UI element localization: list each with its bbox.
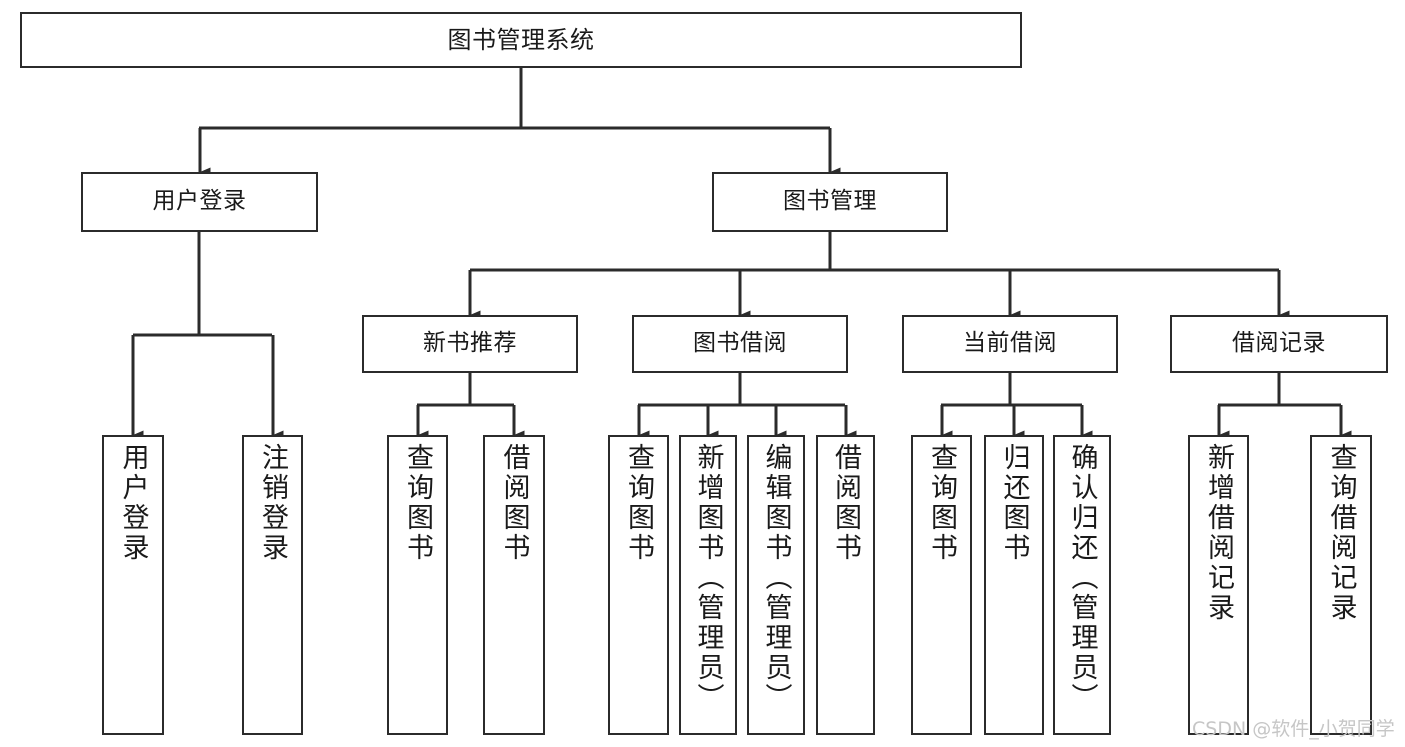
csdn-watermark: CSDN @软件_小贺同学 xyxy=(1192,718,1395,740)
node-leaf-edit-book[interactable]: 编辑图书（管理员） xyxy=(747,435,805,735)
node-label: 查询图书 xyxy=(926,443,957,563)
node-leaf-query-book-3[interactable]: 查询图书 xyxy=(911,435,972,735)
node-label: 当前借阅 xyxy=(963,330,1057,357)
node-label: 图书借阅 xyxy=(693,330,787,357)
root-node[interactable]: 图书管理系统 xyxy=(20,12,1022,68)
node-leaf-borrow-book-2[interactable]: 借阅图书 xyxy=(816,435,875,735)
node-leaf-logout[interactable]: 注销登录 xyxy=(242,435,303,735)
node-label: 借阅图书 xyxy=(830,443,861,563)
node-label: 确认归还（管理员） xyxy=(1066,443,1098,713)
node-label: 图书管理系统 xyxy=(447,25,595,54)
node-borrow-record[interactable]: 借阅记录 xyxy=(1170,315,1388,373)
node-label: 查询借阅记录 xyxy=(1325,443,1357,623)
node-label: 新增借阅记录 xyxy=(1203,443,1234,623)
node-leaf-user-login[interactable]: 用户登录 xyxy=(102,435,164,735)
node-label: 用户登录 xyxy=(152,188,247,215)
node-label: 用户登录 xyxy=(117,443,149,563)
node-leaf-query-book-2[interactable]: 查询图书 xyxy=(608,435,669,735)
node-book-borrow[interactable]: 图书借阅 xyxy=(632,315,848,373)
node-label: 新增图书（管理员） xyxy=(692,443,724,713)
node-user-login[interactable]: 用户登录 xyxy=(81,172,318,232)
node-label: 新书推荐 xyxy=(423,330,517,357)
node-label: 归还图书 xyxy=(998,443,1030,563)
node-leaf-query-record[interactable]: 查询借阅记录 xyxy=(1310,435,1372,735)
node-leaf-borrow-book-1[interactable]: 借阅图书 xyxy=(483,435,545,735)
node-current-borrow[interactable]: 当前借阅 xyxy=(902,315,1118,373)
node-leaf-add-record[interactable]: 新增借阅记录 xyxy=(1188,435,1249,735)
node-book-manage[interactable]: 图书管理 xyxy=(712,172,948,232)
node-new-book-rec[interactable]: 新书推荐 xyxy=(362,315,578,373)
node-label: 借阅图书 xyxy=(498,443,530,563)
node-label: 注销登录 xyxy=(257,443,288,563)
node-leaf-query-book-1[interactable]: 查询图书 xyxy=(387,435,448,735)
node-label: 借阅记录 xyxy=(1232,330,1326,357)
node-leaf-confirm-return[interactable]: 确认归还（管理员） xyxy=(1053,435,1111,735)
node-label: 编辑图书（管理员） xyxy=(760,443,792,713)
node-label: 查询图书 xyxy=(623,443,654,563)
node-leaf-return-book[interactable]: 归还图书 xyxy=(984,435,1044,735)
node-label: 查询图书 xyxy=(402,443,433,563)
node-leaf-add-book[interactable]: 新增图书（管理员） xyxy=(679,435,737,735)
node-label: 图书管理 xyxy=(783,188,877,215)
